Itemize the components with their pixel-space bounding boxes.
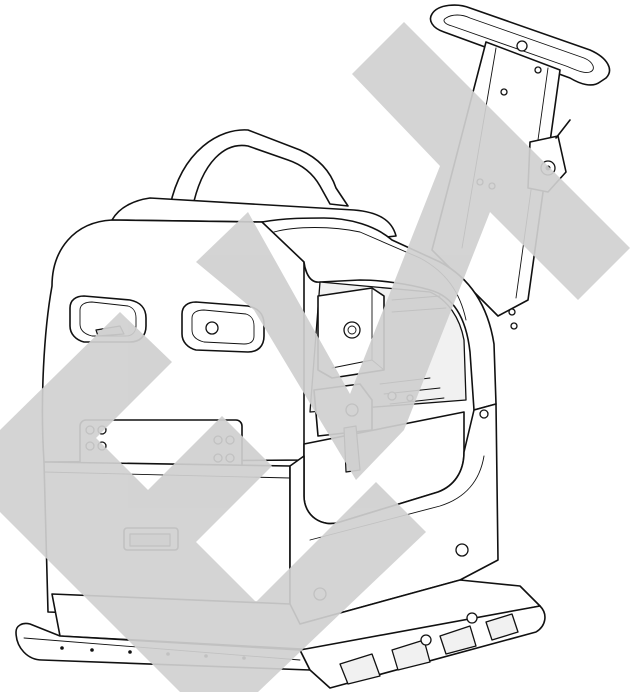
lower-side-curve [309, 455, 485, 541]
vent-slot-left-inner [79, 301, 137, 337]
roll-bar-tube [169, 129, 349, 211]
base-rib [391, 639, 431, 671]
base-rib [439, 625, 477, 655]
handle-hole [510, 322, 518, 330]
watermark-letter-n [196, 22, 630, 480]
hood-side-arch-inner [273, 227, 467, 321]
watermark [0, 22, 630, 692]
base-rib [485, 613, 519, 641]
handle-hole [534, 66, 542, 74]
base-bolt [466, 612, 478, 624]
side-bolt [479, 409, 489, 419]
handle-grip-inner [443, 14, 594, 73]
toe-hole [90, 648, 94, 652]
side-bolt [455, 543, 469, 557]
roll-bar [169, 129, 349, 211]
vent-slot-center [181, 301, 265, 353]
handle-bolt [516, 40, 528, 52]
fuel-cap-inner [347, 325, 357, 335]
toe-hole [60, 646, 64, 650]
vent-center-cap [205, 321, 219, 335]
handle-hole [508, 308, 516, 316]
watermark-letter-e [0, 312, 426, 692]
toe-hole [128, 650, 132, 654]
throttle-lever [555, 119, 571, 139]
fuel-cap [343, 321, 361, 339]
handle-hole [500, 88, 508, 96]
base-rib [339, 653, 381, 685]
vent-slot-center-inner [191, 309, 255, 345]
base-bolt [420, 634, 432, 646]
